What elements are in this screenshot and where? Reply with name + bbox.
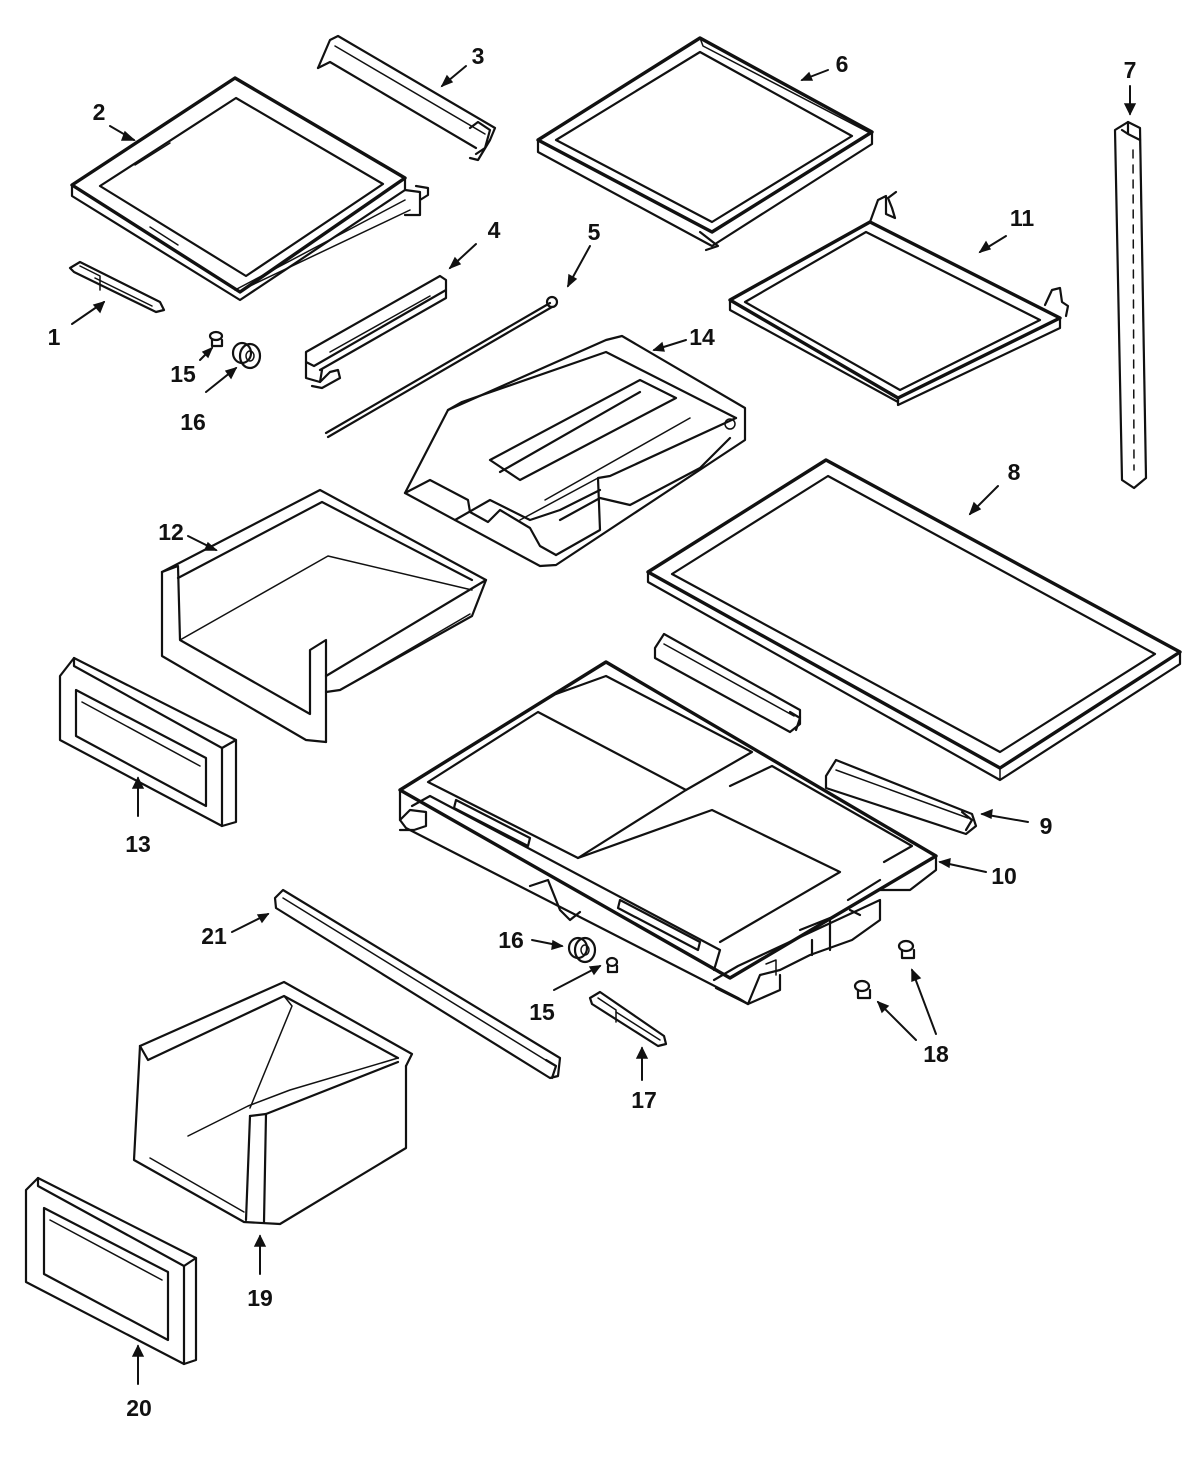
part-16-roller-lower [567, 936, 597, 964]
part-1-bracket [68, 260, 166, 314]
callout-14: 14 [689, 324, 715, 350]
callout-21: 21 [201, 923, 227, 949]
callout-leaders [71, 65, 1137, 1385]
callout-18: 18 [923, 1041, 949, 1067]
callout-16b: 16 [498, 927, 524, 953]
part-11-shelf [728, 190, 1070, 407]
part-8-glass-shelf [646, 458, 1182, 782]
part-21-rail [273, 888, 562, 1080]
part-18-screw-lower [853, 979, 872, 1000]
part-9-rail-upper [653, 632, 802, 734]
part-16-roller-upper [231, 341, 262, 370]
part-13-cover [58, 656, 238, 828]
part-17-clip [588, 990, 668, 1048]
callout-5: 5 [588, 219, 601, 245]
callout-20: 20 [126, 1395, 152, 1421]
callout-6: 6 [836, 51, 849, 77]
part-9-rail-lower [824, 758, 978, 836]
callout-16a: 16 [180, 409, 206, 435]
part-10-drawer-frame [398, 660, 938, 1006]
callout-15b: 15 [529, 999, 555, 1025]
callout-4: 4 [488, 217, 501, 243]
callout-13: 13 [125, 831, 151, 857]
part-19-drawer [132, 980, 414, 1226]
part-14-frame [403, 334, 747, 568]
callout-10: 10 [991, 863, 1017, 889]
callout-15a: 15 [170, 361, 196, 387]
callout-2: 2 [93, 99, 106, 125]
part-15-screw-upper [208, 330, 224, 348]
part-15-screw-lower [605, 956, 619, 974]
part-12-crisper-pan [160, 488, 488, 744]
callout-11: 11 [1010, 205, 1035, 231]
callout-9: 9 [1040, 813, 1053, 839]
callout-1: 1 [48, 324, 61, 350]
part-5-rod [324, 295, 559, 439]
callout-8: 8 [1008, 459, 1021, 485]
callout-7: 7 [1124, 57, 1137, 83]
part-18-screw-upper [897, 939, 916, 960]
callout-numbers: 1 2 3 4 5 6 7 8 9 10 11 12 13 14 15 15 1… [48, 43, 1137, 1421]
part-4-bracket [304, 274, 448, 390]
part-20-cover [24, 1176, 198, 1366]
callout-19: 19 [247, 1285, 273, 1311]
part-7-vertical-rail [1113, 120, 1148, 490]
callout-12: 12 [158, 519, 184, 545]
part-6-shelf [536, 36, 874, 252]
callout-17: 17 [631, 1087, 657, 1113]
part-2-shelf [70, 76, 430, 302]
part-3-rail [316, 34, 497, 162]
callout-3: 3 [472, 43, 485, 69]
